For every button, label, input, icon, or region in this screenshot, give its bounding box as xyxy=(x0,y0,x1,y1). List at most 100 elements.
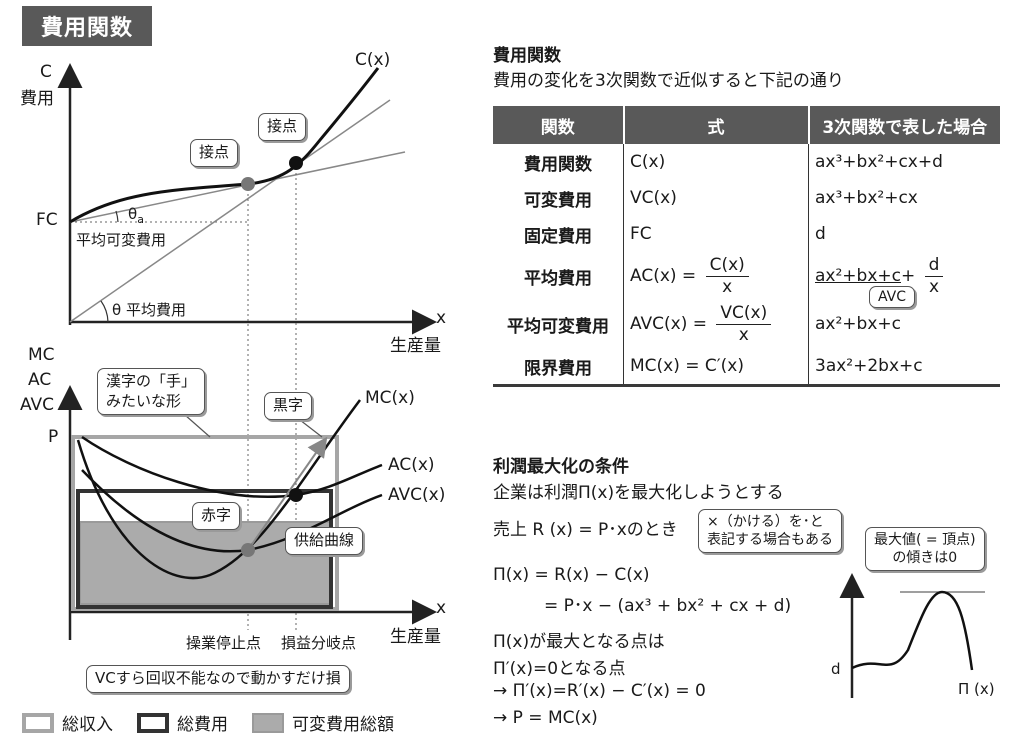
breakeven-point xyxy=(289,488,303,502)
table-row: 平均費用 AC(x) = C(x) x ax²+bx+c+ d x AVC xyxy=(493,252,1001,309)
tangent-callout-left: 接点 xyxy=(190,139,239,167)
row-formula: AC(x) = C(x) x xyxy=(623,252,809,300)
shape-callout: 漢字の「手」 みたいな形 xyxy=(97,368,206,415)
table-row: 費用関数 C(x) ax³+bx²+cx+d xyxy=(493,144,1000,180)
avc-formula-left: AVC(x) = xyxy=(630,314,708,334)
row-name: 平均費用 xyxy=(493,252,624,300)
max-callout: 最大値( = 頂点) の傾きは0 xyxy=(865,527,985,572)
row-cubic: ax³+bx²+cx+d xyxy=(815,152,943,172)
ac-formula-left: AC(x) = xyxy=(630,266,697,286)
row-name: 平均可変費用 xyxy=(493,300,624,348)
legend: 総収入 総費用 可変費用総額 xyxy=(22,710,408,735)
theta-a-label: θa xyxy=(128,205,144,226)
legend-label-variable: 可変費用総額 xyxy=(292,715,394,735)
ac-cubic-main: ax²+bx+c xyxy=(815,266,901,286)
average-cost-ray xyxy=(69,99,391,323)
cost-curve xyxy=(69,67,380,224)
breakeven-label: 損益分岐点 xyxy=(281,634,357,652)
tangent-point-ac xyxy=(289,156,303,170)
times-callout-line2: 表記する場合もある xyxy=(707,532,833,549)
ac-cubic-num: d xyxy=(924,255,944,277)
avc-angle-label: 平均可変費用 xyxy=(76,231,167,249)
avc-fraction-den: x xyxy=(738,324,749,345)
avc-curve-label: AVC(x) xyxy=(388,485,446,505)
ac-curve xyxy=(81,435,383,498)
legend-total-cost: 総費用 xyxy=(137,710,228,735)
legend-swatch-variable xyxy=(252,712,284,733)
ac-angle-label: θ 平均費用 xyxy=(112,301,186,319)
row-formula: FC xyxy=(623,216,809,252)
table-row: 平均可変費用 AVC(x) = VC(x) x ax²+bx+c xyxy=(493,300,1000,348)
bottom-x-label-output: 生産量 xyxy=(390,627,441,647)
row-cubic: 3ax²+2bx+c xyxy=(815,356,923,376)
condition-1: Π(x)が最大となる点は xyxy=(493,632,665,652)
shape-callout-line2: みたいな形 xyxy=(106,391,182,410)
theta-a-arc xyxy=(115,210,119,223)
bottom-y-label-ac: AC xyxy=(28,370,52,390)
bottom-y-label-avc: AVC xyxy=(20,395,55,415)
ac-fraction-num: C(x) xyxy=(705,255,749,277)
profit-graph xyxy=(839,573,985,698)
black-callout: 黒字 xyxy=(264,392,313,420)
shutdown-label: 操業停止点 xyxy=(186,634,262,652)
ac-cubic-fraction: d x xyxy=(924,255,944,297)
row-cubic: d xyxy=(815,224,826,244)
ac-curve-label: AC(x) xyxy=(388,455,435,475)
cost-graphs xyxy=(57,63,437,640)
legend-label-revenue: 総収入 xyxy=(62,715,113,735)
table-row: 可変費用 VC(x) ax³+bx²+cx xyxy=(493,180,1000,216)
max-callout-line1: 最大値( = 頂点) xyxy=(874,532,976,548)
profit-heading: 利潤最大化の条件 xyxy=(493,457,629,477)
supply-curve-arrow xyxy=(247,436,328,551)
price-label: P xyxy=(48,427,59,447)
mc-curve-label: MC(x) xyxy=(365,388,415,408)
table-row: 限界費用 MC(x) = C′(x) 3ax²+2bx+c xyxy=(493,348,1000,386)
avc-callout: AVC xyxy=(869,286,916,309)
col-header-formula: 式 xyxy=(623,106,810,144)
legend-swatch-cost xyxy=(137,712,169,733)
fc-label: FC xyxy=(36,210,58,230)
table-row: 固定費用 FC d xyxy=(493,216,1000,252)
profit-graph-d: d xyxy=(831,660,841,678)
row-cubic: ax²+bx+c+ d x AVC xyxy=(809,252,1001,309)
supply-callout: 供給曲線 xyxy=(285,527,364,555)
bottom-y-label-mc: MC xyxy=(28,345,55,365)
cost-curve-label: C(x) xyxy=(355,50,391,70)
ac-fraction: C(x) x xyxy=(705,255,749,297)
row-name: 可変費用 xyxy=(493,180,624,216)
shutdown-point xyxy=(241,543,255,557)
profit-line1: 企業は利潤Π(x)を最大化しようとする xyxy=(493,483,784,503)
red-callout: 赤字 xyxy=(192,502,241,530)
bottom-graph xyxy=(57,385,437,640)
legend-label-cost: 総費用 xyxy=(177,715,228,735)
legend-variable-cost: 可変費用総額 xyxy=(252,710,394,735)
condition-2: Π′(x)=0となる点 xyxy=(493,659,626,679)
top-x-label-output: 生産量 xyxy=(390,336,441,356)
black-callout-pointer xyxy=(299,419,323,438)
ac-cubic-den: x xyxy=(929,276,940,297)
profit-line2: 売上 R (x) = P･xのとき xyxy=(493,520,678,540)
profit-graph-pi: Π (x) xyxy=(958,680,995,698)
profit-curve xyxy=(851,590,974,671)
condition-4: → P = MC(x) xyxy=(493,708,598,728)
avc-fraction: VC(x) x xyxy=(716,303,772,345)
top-y-label-cost: 費用 xyxy=(20,89,54,109)
tangent-callout-right: 接点 xyxy=(258,113,307,141)
profit-eq1: Π(x) = R(x) − C(x) xyxy=(493,565,650,585)
ac-fraction-den: x xyxy=(722,276,733,297)
cost-function-heading: 費用関数 xyxy=(493,46,561,66)
cost-table-header: 関数 式 3次関数で表した場合 xyxy=(493,106,1000,144)
row-cubic: ax³+bx²+cx xyxy=(815,188,918,208)
condition-3: → Π′(x)=R′(x) − C′(x) = 0 xyxy=(493,681,706,701)
row-formula: MC(x) = C′(x) xyxy=(623,348,809,386)
legend-total-revenue: 総収入 xyxy=(22,710,113,735)
avc-fraction-num: VC(x) xyxy=(716,303,772,325)
row-cubic: ax²+bx+c xyxy=(815,314,901,334)
top-x-label-x: x xyxy=(436,308,447,328)
mc-curve xyxy=(76,399,362,580)
theta-arc xyxy=(100,300,109,323)
row-name: 費用関数 xyxy=(493,144,624,180)
shape-callout-line1: 漢字の「手」 xyxy=(106,372,197,390)
loss-callout: VCすら回収不能なので動かすだけ損 xyxy=(86,665,350,693)
row-formula: C(x) xyxy=(623,144,809,180)
